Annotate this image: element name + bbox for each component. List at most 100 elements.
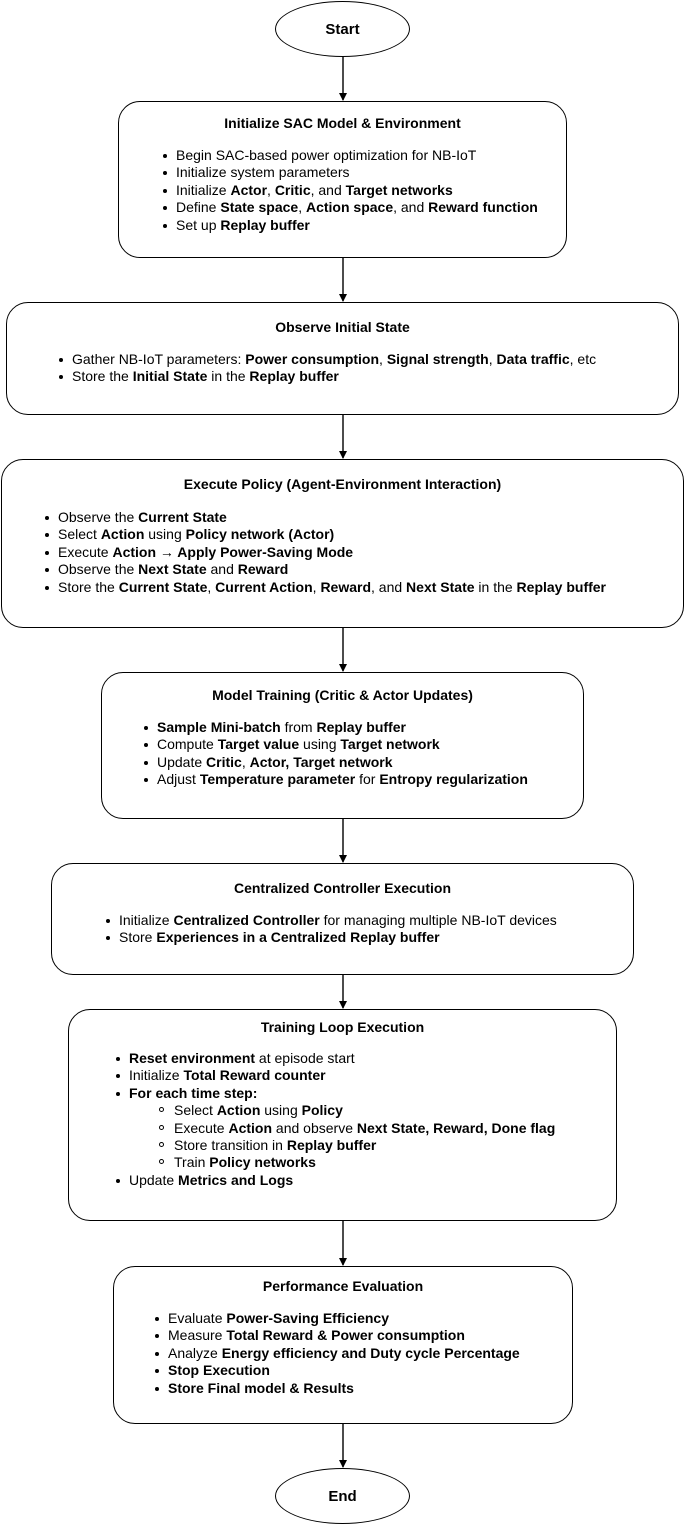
text: Train <box>174 1154 210 1171</box>
text: Initialize <box>176 181 231 198</box>
bold-text: Entropy regularization <box>379 771 528 788</box>
text: Initialize <box>119 912 174 928</box>
list-item: Store the Current State, Current Action,… <box>44 578 607 596</box>
bold-text: Target value <box>217 736 300 753</box>
bold-text: Actor <box>230 181 268 198</box>
centralized-controller-box: Centralized Controller Execution Initial… <box>51 863 634 975</box>
text: , and <box>393 199 429 216</box>
list-item: Initialize Centralized Controller for ma… <box>106 912 557 929</box>
bold-text: State space <box>220 199 299 216</box>
bold-text: Critic <box>206 753 242 770</box>
sub-list-item: Execute Action and observe Next State, R… <box>158 1119 555 1137</box>
bold-text: Policy networks <box>209 1154 316 1171</box>
performance-evaluation-box: Performance Evaluation Evaluate Power-Sa… <box>113 1266 573 1424</box>
sub-list-item: Select Action using Policy <box>158 1102 555 1119</box>
execute-policy-box: Execute Policy (Agent-Environment Intera… <box>1 459 684 628</box>
text: and <box>206 561 238 578</box>
list-item: Define State space, Action space, and Re… <box>163 199 538 216</box>
bold-text: Reward <box>320 578 372 595</box>
text: , <box>241 753 250 770</box>
bold-text: Policy <box>301 1102 343 1119</box>
text: Evaluate <box>168 1310 227 1326</box>
text: Observe the <box>58 509 139 525</box>
text: Update <box>129 1171 179 1188</box>
list-item: Store Final model & Results <box>155 1380 520 1397</box>
training-loop-box: Training Loop Execution Reset environmen… <box>68 1009 617 1221</box>
bold-text: Reward <box>237 561 289 578</box>
text: Adjust <box>157 771 200 788</box>
bold-text: Action <box>100 526 145 543</box>
box-title: Initialize SAC Model & Environment <box>224 115 461 131</box>
list-item: Set up Replay buffer <box>163 216 538 234</box>
sub-list-item: Store transition in Replay buffer <box>158 1137 555 1154</box>
bold-text: Centralized Controller <box>173 912 320 928</box>
text: using <box>299 736 341 753</box>
bold-text: Stop Execution <box>168 1362 270 1379</box>
list-item: Analyze Energy efficiency and Duty cycle… <box>155 1345 520 1362</box>
text: , <box>488 351 497 367</box>
observe-initial-state-box: Observe Initial State Gather NB-IoT para… <box>6 302 679 415</box>
bold-text: Action space <box>305 199 394 216</box>
list-item: For each time step: <box>115 1084 555 1102</box>
list-item: Store the Initial State in the Replay bu… <box>58 368 596 385</box>
text: , <box>298 199 306 216</box>
model-training-box: Model Training (Critic & Actor Updates) … <box>101 672 584 819</box>
list-item: Begin SAC-based power optimization for N… <box>163 147 538 164</box>
list-item: Reset environment at episode start <box>115 1050 555 1067</box>
list-item: Stop Execution <box>155 1362 520 1379</box>
bold-text: Action → Apply Power-Saving Mode <box>112 543 354 560</box>
text: , <box>267 181 275 198</box>
box-list: Sample Mini-batch from Replay buffer Com… <box>144 719 528 789</box>
bold-text: Experiences in a Centralized Replay buff… <box>156 929 440 946</box>
text: Update <box>157 753 207 770</box>
text: and observe <box>272 1119 357 1136</box>
list-item: Evaluate Power-Saving Efficiency <box>155 1310 520 1327</box>
text: , and <box>310 181 346 198</box>
list-item: Measure Total Reward & Power consumption <box>155 1327 520 1344</box>
text: using <box>144 526 186 543</box>
box-title: Centralized Controller Execution <box>233 880 452 896</box>
start-terminal: Start <box>275 1 410 57</box>
box-list: Begin SAC-based power optimization for N… <box>163 147 538 234</box>
bold-text: Critic <box>274 181 311 198</box>
text: Execute <box>58 543 113 560</box>
text: Set up <box>176 216 221 233</box>
box-title: Model Training (Critic & Actor Updates) <box>212 687 473 703</box>
bold-text: Replay buffer <box>249 368 339 385</box>
list-item: Select Action using Policy network (Acto… <box>44 526 606 543</box>
text: in the <box>207 368 250 385</box>
text: Begin SAC-based power optimization for N… <box>176 147 477 163</box>
list-item: Adjust Temperature parameter for Entropy… <box>144 771 528 788</box>
text: for managing multiple NB-IoT devices <box>319 912 557 928</box>
bold-text: Reset environment <box>129 1050 256 1066</box>
init-sac-box: Initialize SAC Model & Environment Begin… <box>118 101 567 258</box>
text: using <box>260 1102 302 1119</box>
bold-text: For each time step: <box>129 1084 258 1101</box>
list-item: Update Metrics and Logs <box>115 1171 555 1189</box>
box-list: Reset environment at episode start Initi… <box>115 1050 555 1189</box>
bold-text: Replay buffer <box>516 578 607 595</box>
list-item: Store Experiences in a Centralized Repla… <box>106 929 557 946</box>
bold-text: Actor, Target network <box>249 753 393 770</box>
text: , <box>207 578 216 595</box>
bold-text: Initial State <box>132 368 208 385</box>
text: Compute <box>157 736 218 753</box>
list-item: Initialize Actor, Critic, and Target net… <box>163 181 538 199</box>
text: Observe the <box>58 561 139 578</box>
bold-text: Policy network (Actor) <box>185 526 335 543</box>
list-item: Observe the Next State and Reward <box>44 561 606 578</box>
box-list: Gather NB-IoT parameters: Power consumpt… <box>58 351 596 386</box>
text: Store the <box>58 578 119 595</box>
bold-text: Total Reward counter <box>183 1067 326 1084</box>
text: Measure <box>168 1327 227 1344</box>
text: Store transition in <box>174 1137 287 1154</box>
text: Gather NB-IoT parameters: <box>72 351 246 367</box>
sub-list-item: Train Policy networks <box>158 1154 555 1171</box>
text: Store the <box>72 368 133 385</box>
box-list: Evaluate Power-Saving Efficiency Measure… <box>155 1310 520 1397</box>
text: Execute <box>174 1119 229 1136</box>
text: from <box>280 719 317 735</box>
list-item: Execute Action → Apply Power-Saving Mode <box>44 543 606 561</box>
bold-text: Temperature parameter <box>199 771 356 788</box>
bold-text: Next State <box>406 578 475 595</box>
